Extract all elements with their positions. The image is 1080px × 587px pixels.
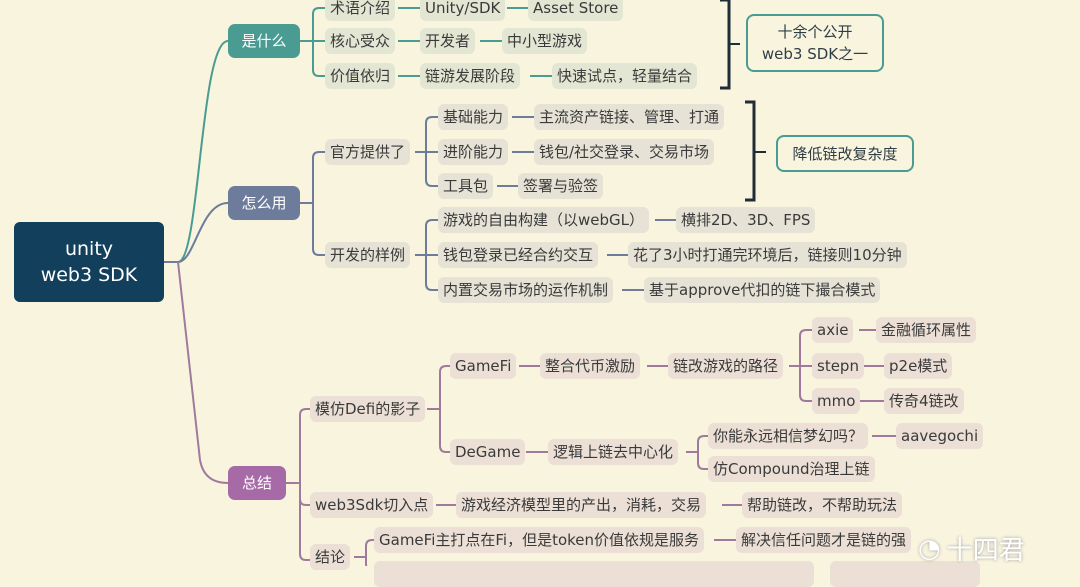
- node-conclusion-1-desc[interactable]: 解决信任问题才是链的强: [736, 527, 912, 553]
- connector-lines: [164, 0, 896, 566]
- topic-how[interactable]: 怎么用: [228, 186, 300, 220]
- node-conclusion[interactable]: 结论: [310, 544, 351, 570]
- callout-how[interactable]: 降低链改复杂度: [776, 135, 914, 172]
- connector: [415, 219, 438, 256]
- connector: [686, 435, 708, 453]
- node-advanced[interactable]: 进阶能力: [438, 139, 509, 165]
- node-sample-2[interactable]: 钱包登录已经合约交互: [438, 242, 599, 268]
- node-compound[interactable]: 仿Compound治理上链: [708, 456, 875, 482]
- connector: [354, 556, 368, 566]
- node-stage[interactable]: 链游发展阶段: [420, 63, 521, 89]
- node-mmo[interactable]: mmo: [812, 388, 861, 414]
- connector: [354, 539, 374, 558]
- node-basic[interactable]: 基础能力: [438, 104, 509, 130]
- topic-summary[interactable]: 总结: [228, 466, 286, 500]
- node-asset-store[interactable]: Asset Store: [528, 0, 624, 21]
- connector: [789, 329, 812, 367]
- node-conclusion-2[interactable]: [374, 561, 814, 587]
- connector: [415, 151, 438, 187]
- connector: [686, 451, 708, 470]
- node-axie[interactable]: axie: [812, 317, 854, 343]
- watermark: ◔十四君: [918, 530, 1025, 567]
- connector: [427, 365, 450, 410]
- node-unity-sdk[interactable]: Unity/SDK: [420, 0, 506, 21]
- node-aavegochi[interactable]: aavegochi: [896, 423, 984, 449]
- node-entry-econ[interactable]: 游戏经济模型里的产出，消耗，交易: [456, 492, 707, 518]
- node-terms[interactable]: 术语介绍: [325, 0, 396, 21]
- root-line1: unity: [64, 238, 114, 260]
- node-small-games[interactable]: 中小型游戏: [502, 28, 588, 54]
- connector: [164, 202, 229, 263]
- connector: [415, 116, 438, 153]
- node-entry-help[interactable]: 帮助链改，不帮助玩法: [742, 492, 903, 518]
- callout-line2: web3 SDK之一: [761, 45, 869, 63]
- connector: [300, 151, 325, 204]
- connector: [177, 261, 229, 484]
- node-conclusion-1[interactable]: GameFi主打点在Fi，但是token价值依规是服务: [374, 527, 705, 553]
- node-audience[interactable]: 核心受众: [325, 28, 396, 54]
- node-value[interactable]: 价值依归: [325, 63, 396, 89]
- node-chain-path[interactable]: 链改游戏的路径: [668, 353, 784, 379]
- root-node[interactable]: unity web3 SDK: [14, 222, 164, 302]
- node-toolkit-desc[interactable]: 签署与验签: [518, 173, 604, 199]
- node-samples[interactable]: 开发的样例: [325, 242, 411, 268]
- node-developers[interactable]: 开发者: [420, 28, 476, 54]
- node-mmo-desc[interactable]: 传奇4链改: [884, 388, 964, 414]
- node-advanced-desc[interactable]: 钱包/社交登录、交易市场: [534, 139, 715, 165]
- node-axie-desc[interactable]: 金融循环属性: [876, 317, 977, 343]
- node-sample-3[interactable]: 内置交易市场的运作机制: [438, 277, 614, 303]
- node-sample-1-desc[interactable]: 横排2D、3D、FPS: [676, 207, 816, 233]
- connector: [789, 365, 812, 402]
- node-sample-3-desc[interactable]: 基于approve代扣的链下撮合模式: [644, 277, 881, 303]
- node-official[interactable]: 官方提供了: [325, 139, 411, 165]
- node-token-incentive[interactable]: 整合代币激励: [540, 353, 641, 379]
- callout-what[interactable]: 十余个公开 web3 SDK之一: [746, 14, 884, 72]
- watermark-text: 十四君: [946, 536, 1025, 566]
- root-line2: web3 SDK: [40, 264, 138, 286]
- topic-what[interactable]: 是什么: [228, 24, 300, 58]
- connector: [427, 408, 450, 453]
- node-degame[interactable]: DeGame: [450, 439, 526, 465]
- node-toolkit[interactable]: 工具包: [438, 173, 494, 199]
- connector: [286, 482, 310, 561]
- node-basic-desc[interactable]: 主流资产链接、管理、打通: [534, 104, 725, 130]
- connector: [415, 254, 438, 291]
- wechat-icon: ◔: [918, 533, 941, 564]
- node-defi[interactable]: 模仿Defi的影子: [310, 396, 426, 422]
- node-sample-2-desc[interactable]: 花了3小时打通完环境后，链接则10分钟: [628, 242, 907, 268]
- node-decentralize[interactable]: 逻辑上链去中心化: [548, 439, 679, 465]
- connector: [300, 40, 325, 77]
- connector: [286, 408, 310, 484]
- node-dream[interactable]: 你能永远相信梦幻吗？: [708, 423, 869, 449]
- connector: [720, 0, 731, 90]
- connector: [286, 482, 310, 506]
- node-entry[interactable]: web3Sdk切入点: [310, 492, 434, 518]
- callout-line1: 十余个公开: [777, 23, 853, 41]
- node-gamefi[interactable]: GameFi: [450, 353, 517, 379]
- node-sample-1[interactable]: 游戏的自由构建（以webGL）: [438, 207, 649, 233]
- node-stepn-desc[interactable]: p2e模式: [884, 353, 953, 379]
- node-stepn[interactable]: stepn: [812, 353, 864, 379]
- connector: [745, 100, 756, 202]
- connector: [300, 202, 325, 256]
- connector: [300, 7, 325, 42]
- connector: [164, 40, 229, 263]
- node-quick-pilot[interactable]: 快速试点，轻量结合: [552, 63, 698, 89]
